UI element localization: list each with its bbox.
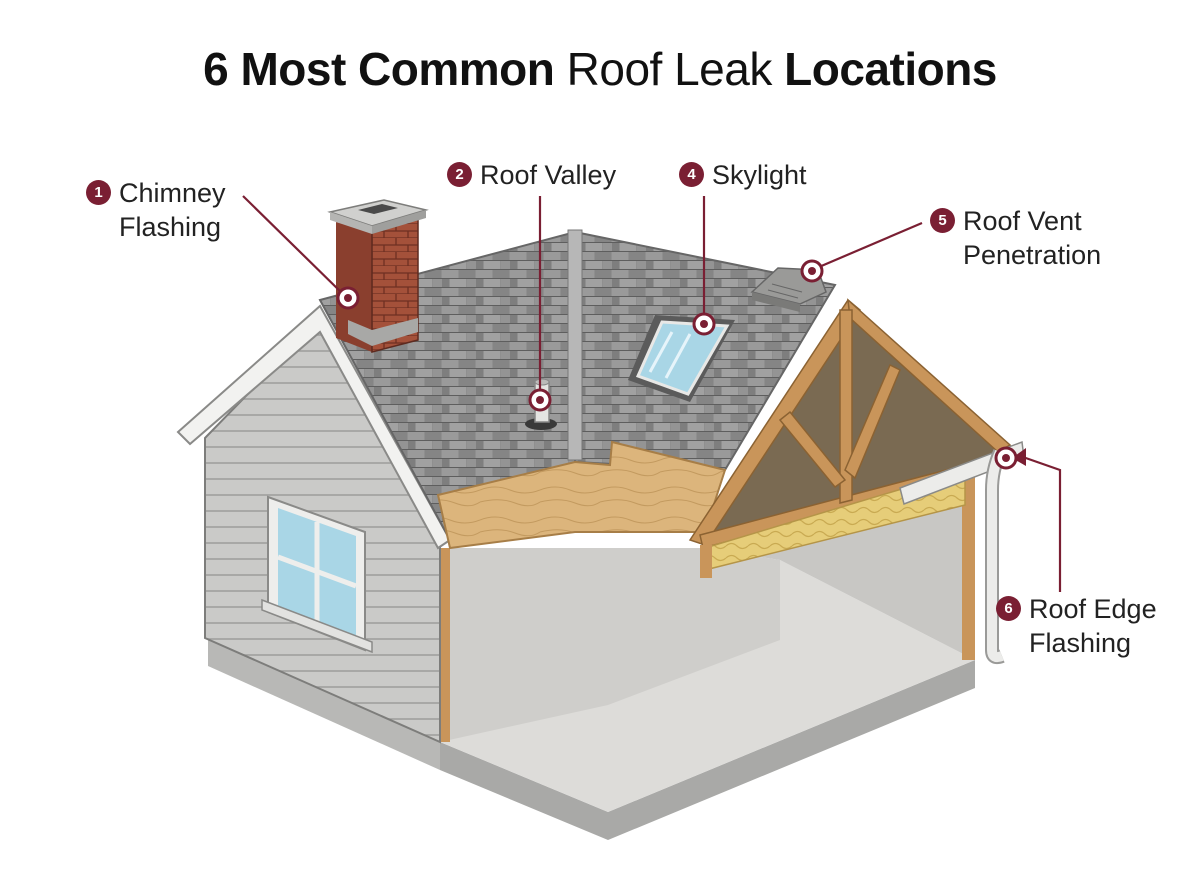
gutter xyxy=(899,440,1025,665)
callout-chimney-flashing: 1 Chimney Flashing xyxy=(86,176,226,244)
callout-number-badge: 1 xyxy=(86,180,111,205)
leak-markers xyxy=(336,259,1018,470)
marker-skylight xyxy=(692,312,716,336)
marker-chimney-flashing xyxy=(336,286,360,310)
roof-decking xyxy=(436,440,727,550)
callout-roof-valley: 2 Roof Valley xyxy=(447,158,616,192)
callout-label-line1: Skylight xyxy=(712,160,807,190)
leader-lines xyxy=(242,195,1062,592)
callout-number-badge: 5 xyxy=(930,208,955,233)
callout-skylight: 4 Skylight xyxy=(679,158,807,192)
callout-number-badge: 4 xyxy=(679,162,704,187)
marker-roof-vent xyxy=(800,259,824,283)
title-part-3: Locations xyxy=(784,43,997,95)
callout-label-line1: Roof Edge xyxy=(1029,594,1157,624)
callout-label-line1: Roof Valley xyxy=(480,160,617,190)
title-part-2: Roof Leak xyxy=(566,43,773,95)
callout-label-line1: Chimney xyxy=(119,178,226,208)
callout-label-line1: Roof Vent xyxy=(963,206,1082,236)
callout-number-badge: 2 xyxy=(447,162,472,187)
callout-label-line2: Penetration xyxy=(963,240,1102,270)
skylight xyxy=(628,315,735,402)
house-window xyxy=(261,495,373,654)
leader-line-5 xyxy=(811,221,923,272)
marker-roof-valley xyxy=(528,388,552,412)
arrowhead-6 xyxy=(1012,448,1026,466)
chimney xyxy=(327,199,429,353)
callout-roof-edge-flashing: 6 Roof Edge Flashing xyxy=(996,592,1157,660)
title-part-1: 6 Most Common xyxy=(203,43,555,95)
roof-trusses xyxy=(688,298,1012,578)
callout-label-line2: Flashing xyxy=(1029,628,1132,658)
marker-roof-edge xyxy=(994,446,1018,470)
leader-line-1 xyxy=(242,195,346,297)
diagram-title: 6 Most Common Roof Leak Locations xyxy=(0,42,1200,96)
callout-label-line2: Flashing xyxy=(119,212,222,242)
callout-roof-vent-penetration: 5 Roof Vent Penetration xyxy=(930,204,1101,272)
callout-number-badge: 6 xyxy=(996,596,1021,621)
leader-line-6 xyxy=(1019,454,1062,592)
